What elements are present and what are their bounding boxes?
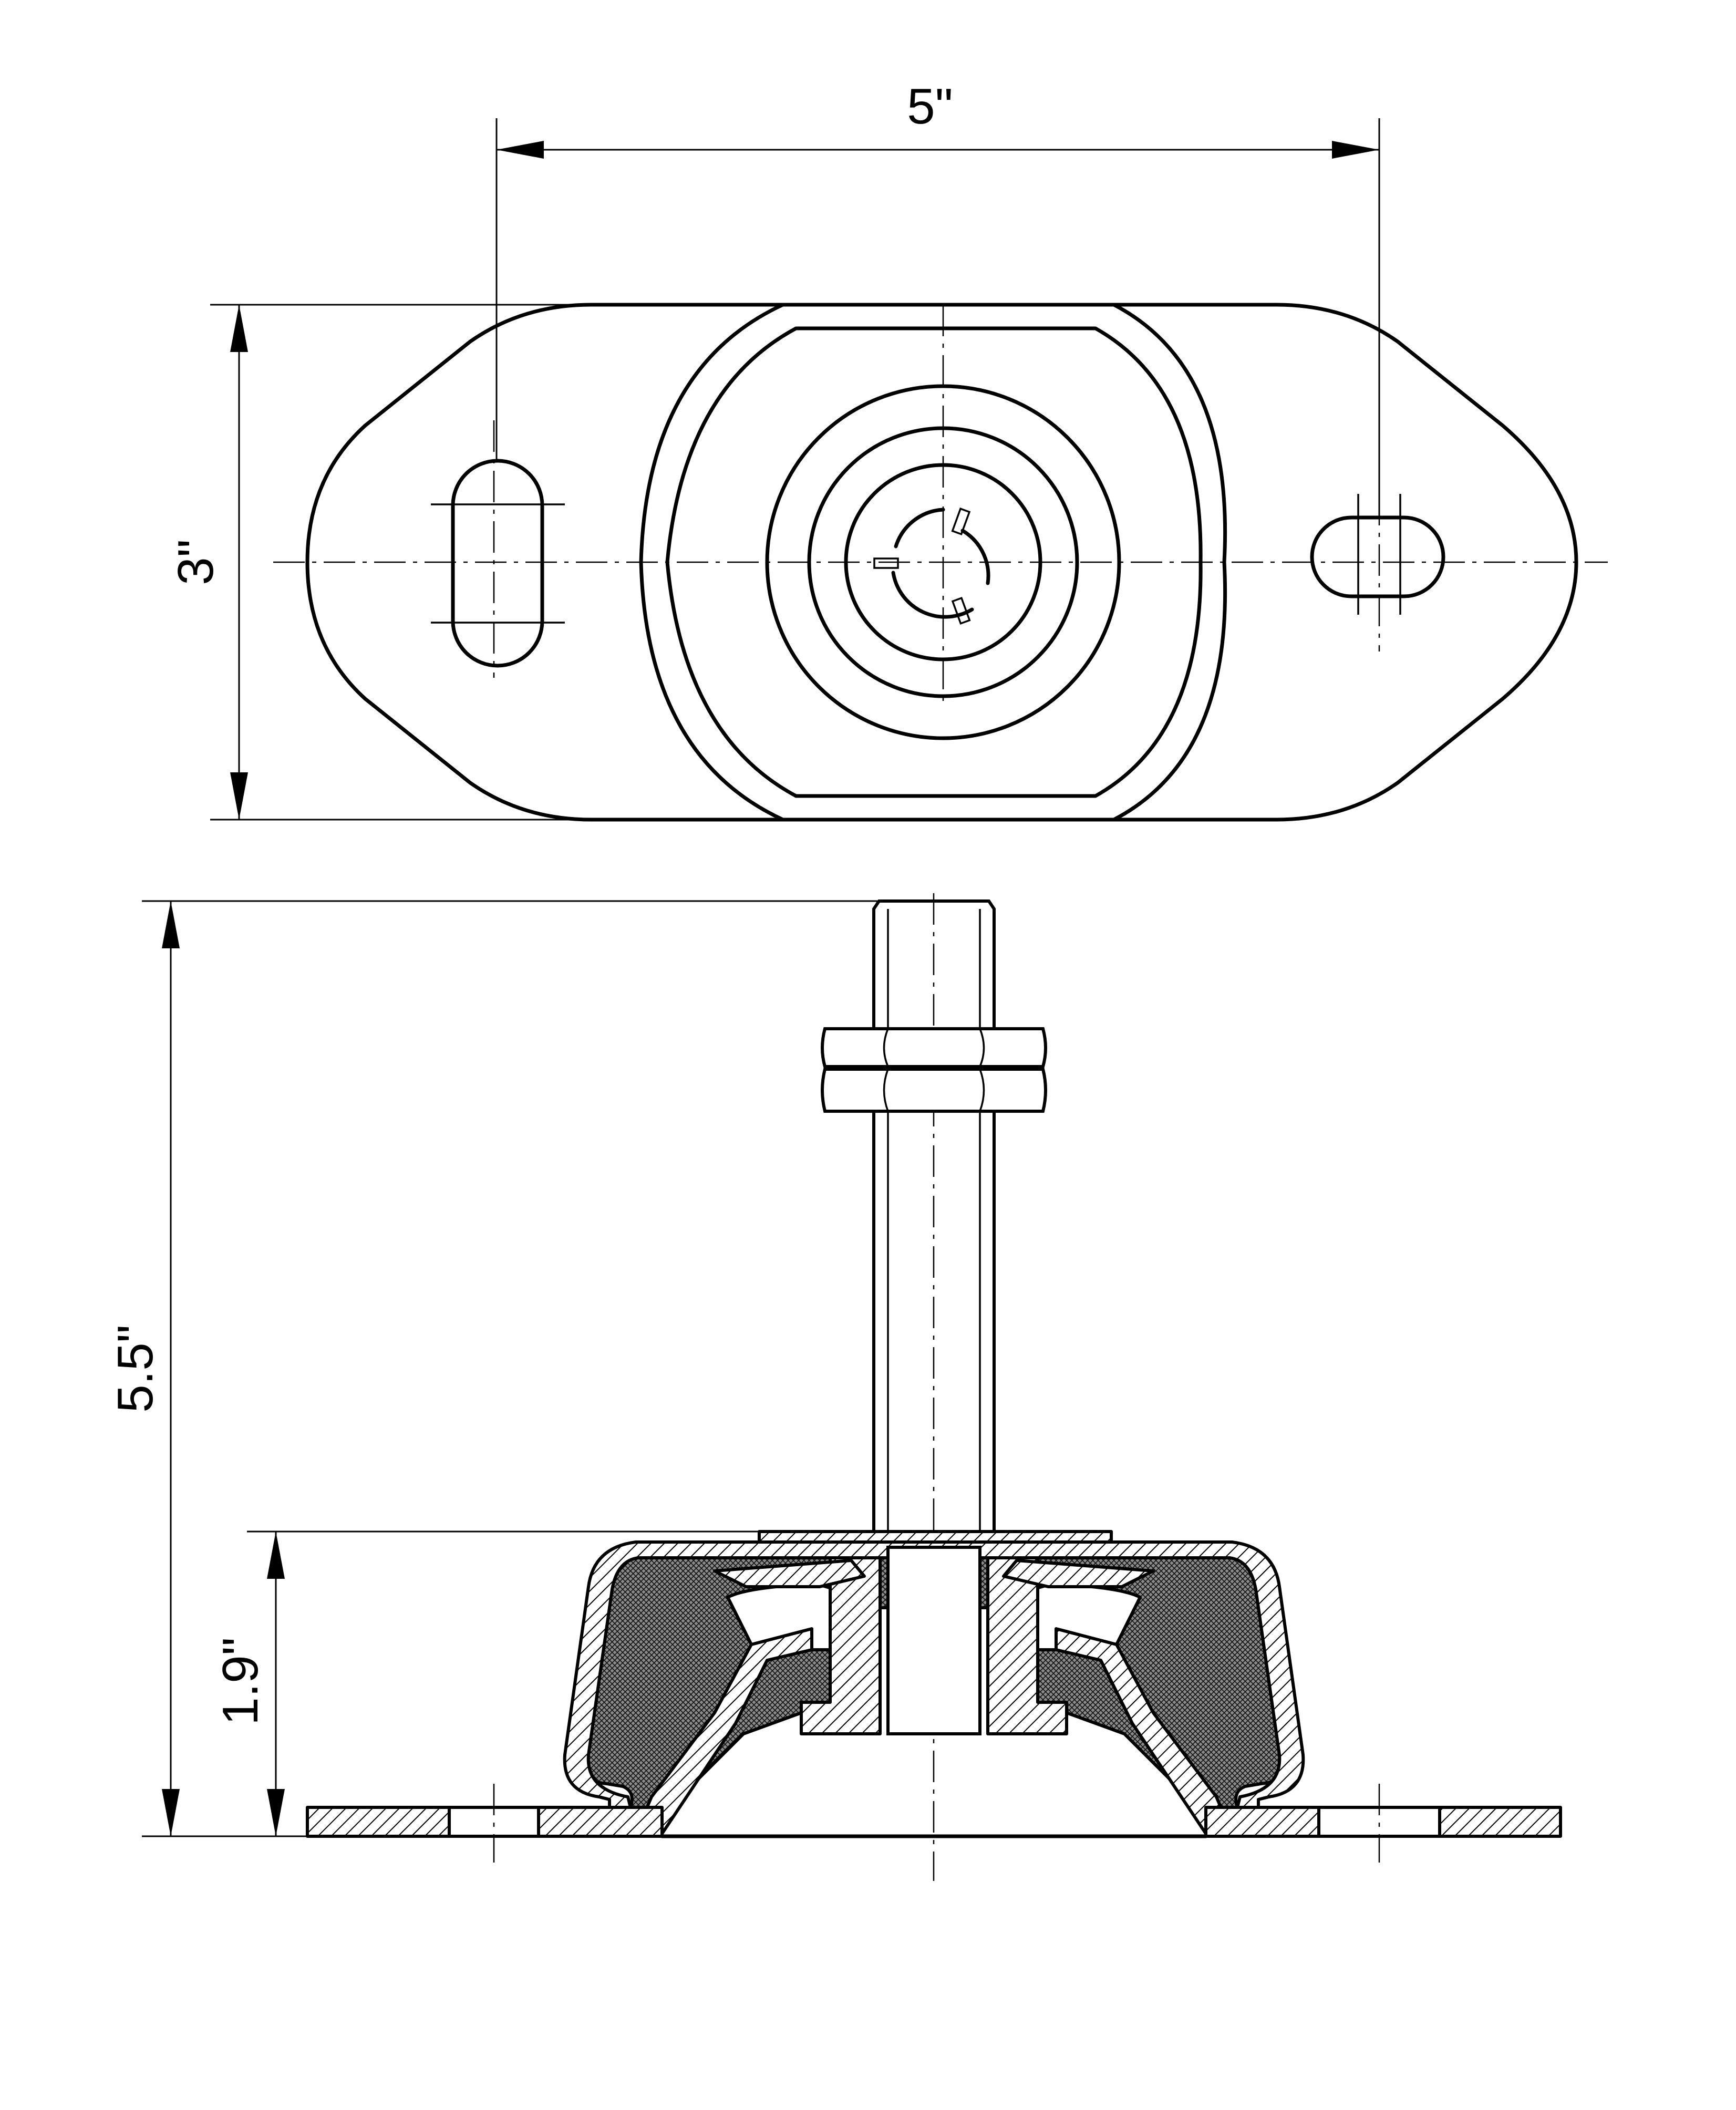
dimension-label-total-height: 5.5" [107,1325,163,1413]
inner-core [800,1556,882,1735]
dimension-label-base-width: 3" [168,539,224,585]
dimension-label-hole-spacing: 5" [907,78,953,135]
dimension-mount-height: 1.9" [212,1530,759,1836]
dimension-hole-spacing: 5" [495,78,1380,518]
dimension-label-mount-height: 1.9" [212,1637,268,1725]
side-view: 5.5" 1.9" [107,893,1562,1881]
key-tab-3 [873,557,899,569]
body-outline-outer [639,303,1227,822]
inner-plate-right [1002,1559,1155,1588]
flange-outline [305,303,1578,822]
inner-plate-left [713,1559,866,1588]
key-tab-1 [951,508,971,535]
stud-sleeve [886,1546,981,1735]
dimension-total-height: 5.5" [107,900,877,1837]
left-mount-slot [451,459,544,668]
hex-nut-upper [821,1027,1047,1068]
right-mount-slot [1310,515,1445,598]
hex-nut-lower [821,1068,1047,1113]
base-plate [306,1784,1562,1863]
key-tab-2 [951,597,971,625]
top-view: 5" 3" [168,78,1608,822]
outer-cap-shell [563,1540,1305,1809]
dimension-base-width: 3" [168,304,594,821]
inner-core-right [986,1556,1068,1735]
bore-circle [891,508,990,619]
body-outline-inner [665,326,1203,798]
